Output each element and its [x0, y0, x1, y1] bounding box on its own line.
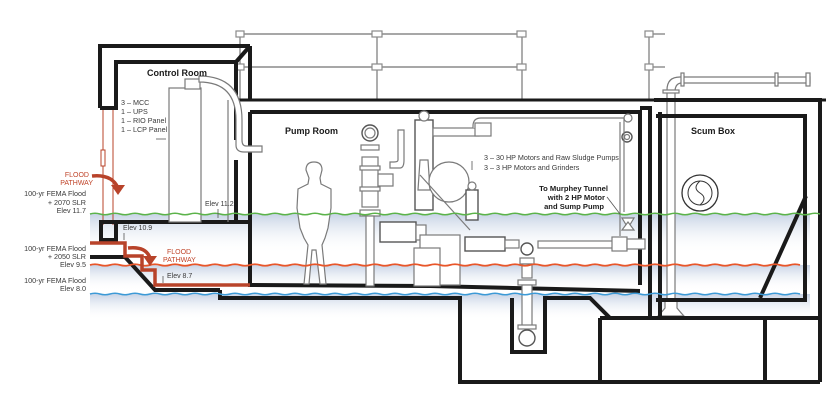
flood-line-2050 — [89, 263, 801, 267]
flood-level-2070-label: 100-yr FEMA Flood — [24, 189, 86, 198]
vent-pipe — [656, 72, 811, 317]
murphey-note-line: and Sump Pump — [544, 202, 604, 211]
control-equipment-item: 1 – RIO Panel — [121, 116, 167, 125]
control-room-label: Control Room — [147, 68, 207, 78]
flood-level-2070-label: Elev 11.7 — [57, 206, 86, 215]
flood-level-baseline-label: Elev 8.0 — [60, 284, 86, 293]
pump-room-label: Pump Room — [285, 126, 338, 136]
elevation-label-control-floor: Elev 11.2 — [205, 201, 234, 208]
person-silhouette — [296, 161, 332, 285]
mcc-cabinet — [168, 75, 263, 223]
flood-pathway-label-lower: FLOOD — [167, 249, 191, 256]
labels: Control Room Pump Room Scum Box 3 – MCC … — [24, 68, 735, 293]
pump-equipment-item: 3 – 3 HP Motors and Grinders — [484, 163, 580, 172]
control-equipment-item: 1 – LCP Panel — [121, 125, 168, 134]
control-room-walls — [98, 44, 826, 242]
flood-line-2070 — [89, 212, 821, 216]
control-equipment-item: 1 – UPS — [121, 107, 148, 116]
elevation-label-entry-step: Elev 10.9 — [123, 225, 152, 232]
flood-lines — [89, 212, 821, 296]
flood-level-2070-label: + 2070 SLR — [48, 198, 86, 207]
pump-equipment-item: 3 – 30 HP Motors and Raw Sludge Pumps — [484, 153, 619, 162]
elevation-label-lower-step: Elev 8.7 — [167, 273, 192, 280]
flood-level-2050-label: 100-yr FEMA Flood — [24, 244, 86, 253]
flood-line-baseline — [89, 292, 801, 296]
flood-pathway — [90, 174, 250, 287]
flood-level-2050-label: + 2050 SLR — [48, 252, 86, 261]
scum-box-label: Scum Box — [691, 126, 735, 136]
flood-level-2050-label: Elev 9.5 — [60, 260, 86, 269]
flood-pathway-label-upper: FLOOD — [65, 172, 89, 179]
scum-box-porthole — [681, 174, 719, 212]
control-equipment-item: 3 – MCC — [121, 98, 149, 107]
flood-pathway-label-upper: PATHWAY — [60, 180, 93, 187]
roof-guardrail — [235, 30, 665, 100]
murphey-note-line: To Murphey Tunnel — [539, 184, 608, 193]
murphey-note-line: with 2 HP Motor — [547, 193, 605, 202]
pump-equipment — [359, 110, 646, 347]
flood-level-baseline-label: 100-yr FEMA Flood — [24, 276, 86, 285]
flood-pathway-label-lower: PATHWAY — [163, 257, 196, 264]
